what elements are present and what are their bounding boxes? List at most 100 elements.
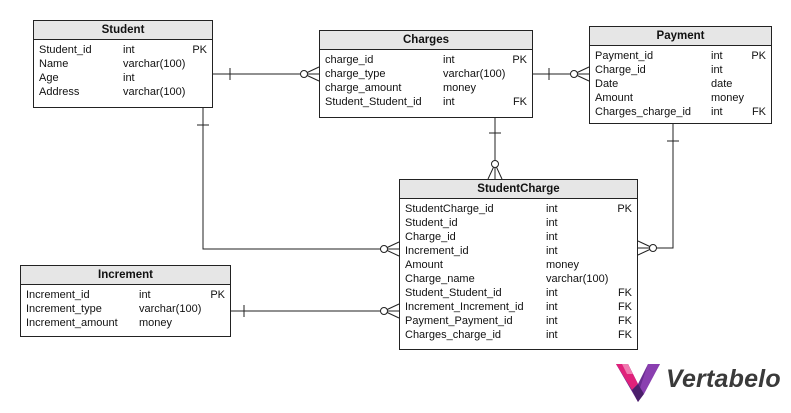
link-payment-studentcharge [638,124,674,249]
vertabelo-logo-icon [616,364,660,402]
column-key: FK [512,96,527,108]
column-type: int [546,315,558,327]
column-name: Charge_id [405,231,456,243]
zero-mark [380,245,388,253]
column-name: Charges_charge_id [595,106,692,118]
table-column-row: Amount money [405,258,632,272]
table-column-row: Increment_id int [405,244,632,258]
column-name: Student_id [39,44,92,56]
table-title: Charges [320,31,532,50]
column-name: Charge_name [405,273,475,285]
column-name: StudentCharge_id [405,203,494,215]
vertabelo-logo: Vertabelo [614,358,786,404]
column-type: int [546,287,558,299]
link-student-studentcharge [202,108,399,250]
column-name: charge_type [325,68,386,80]
column-type: int [711,64,723,76]
table-column-row: Student_Student_id int FK [325,95,527,109]
column-name: Amount [595,92,633,104]
column-name: Charge_id [595,64,646,76]
zero-mark [380,307,388,315]
column-type: int [546,231,558,243]
column-name: charge_id [325,54,374,66]
column-type: int [123,72,135,84]
column-type: money [139,317,173,329]
column-name: Student_Student_id [325,96,422,108]
column-type: varchar(100) [123,58,186,70]
column-type: money [546,259,580,271]
column-type: int [546,203,558,215]
column-name: Increment_amount [26,317,118,329]
table-title: Increment [21,266,230,285]
table-column-row: Charge_id int [405,230,632,244]
column-type: int [546,329,558,341]
column-type: int [546,217,558,229]
column-type: varchar(100) [443,68,506,80]
table-title: Student [34,21,212,40]
table-column-row: Increment_amount money [26,316,225,330]
logo-text: Vertabelo [666,365,781,393]
column-type: money [443,82,477,94]
table-column-row: Name varchar(100) [39,57,207,71]
column-name: Student_id [405,217,458,229]
column-type: int [546,245,558,257]
column-name: Payment_Payment_id [405,315,513,327]
table-column-row: charge_type varchar(100) [325,67,527,81]
table-column-row: Student_id int PK [39,43,207,57]
table-column-row: charge_amount money [325,81,527,95]
column-type: int [443,54,455,66]
table-title: Payment [590,27,771,46]
table-column-row: Charge_name varchar(100) [405,272,632,286]
table-column-row: Increment_type varchar(100) [26,302,225,316]
column-name: Age [39,72,59,84]
zero-mark [649,244,657,252]
column-name: Address [39,86,80,98]
column-name: Date [595,78,619,90]
column-key: FK [751,106,766,118]
column-key: PK [210,289,225,301]
column-type: int [123,44,135,56]
table-column-row: charge_id int PK [325,53,527,67]
column-type: varchar(100) [546,273,609,285]
column-type: varchar(100) [123,86,186,98]
column-key: FK [617,287,632,299]
column-key: FK [617,301,632,313]
column-name: Amount [405,259,443,271]
column-name: charge_amount [325,82,402,94]
column-type: int [443,96,455,108]
column-type: date [711,78,733,90]
column-name: Increment_type [26,303,102,315]
column-type: varchar(100) [139,303,202,315]
column-type: money [711,92,745,104]
table-column-row: Student_id int [405,216,632,230]
column-key: FK [617,329,632,341]
column-type: int [139,289,151,301]
column-key: PK [512,54,527,66]
column-name: Increment_id [405,245,469,257]
zero-mark [491,160,499,168]
column-key: PK [192,44,207,56]
table-column-row: Age int [39,71,207,85]
zero-mark [300,70,308,78]
zero-mark [570,70,578,78]
table-column-row: Amount money [595,91,766,105]
column-key: FK [617,315,632,327]
table-column-row: Charges_charge_id int FK [595,105,766,119]
table-title: StudentCharge [400,180,637,199]
column-type: int [711,106,723,118]
column-name: Increment_Increment_id [405,301,524,313]
column-name: Payment_id [595,50,654,62]
column-name: Name [39,58,69,70]
